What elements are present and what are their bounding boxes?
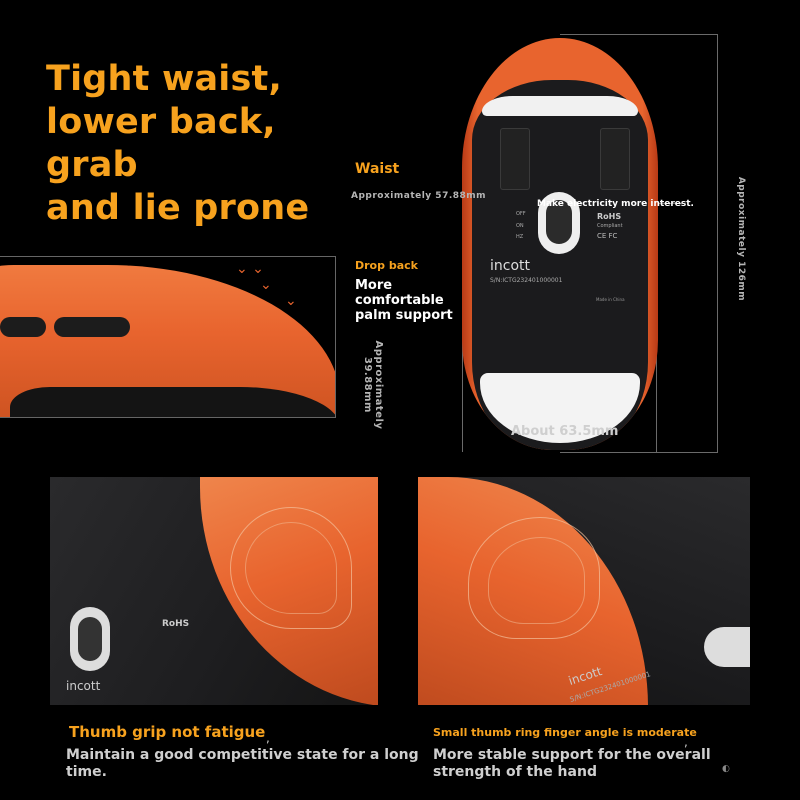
waist-label: Waist: [355, 161, 400, 177]
waist-measure: Approximately 57.88mm: [351, 191, 487, 201]
width-measure: About 63.5mm: [511, 424, 619, 439]
headline-line-3: and lie prone: [46, 188, 310, 228]
headline-line-1: Tight waist,: [46, 59, 282, 99]
length-top-line: [560, 34, 718, 35]
cert-marks: CE FC: [597, 232, 618, 240]
serial-number: S/N:ICTG232401000001: [490, 277, 563, 284]
mouse-side-view: ⌄ ⌄ ⌄ ⌄: [0, 256, 336, 418]
width-right-line: [656, 300, 657, 452]
right-caption-body: More stable support for the overall stre…: [433, 747, 711, 781]
finger-angle-photo: incott S/N:ICTG232401000001: [418, 477, 750, 705]
dropback-line-3: palm support: [355, 308, 453, 323]
rohs-mark: RoHS: [597, 212, 622, 221]
photo-left-rohs: RoHS: [162, 619, 190, 629]
drop-arrow-icon: ⌄: [260, 277, 272, 293]
switch-hz-label: HZ: [516, 234, 524, 240]
thumb-grip-photo: RoHS incott: [50, 477, 378, 705]
height-measure: Approximately 39.88mm: [362, 340, 384, 430]
dropback-line-2: comfortable: [355, 293, 444, 308]
left-caption-comma: ,: [266, 731, 270, 745]
corner-mark-icon: ◐: [722, 764, 730, 774]
right-caption-title: Small thumb ring finger angle is moderat…: [433, 726, 697, 739]
sensor-icon: [546, 200, 572, 244]
drop-arrow-icon: ⌄ ⌄: [236, 261, 264, 277]
length-measure: Approximately 126mm: [736, 176, 746, 302]
photo-left-brand: incott: [66, 679, 101, 693]
brand-logo: incott: [490, 258, 531, 274]
drop-arrow-icon: ⌄: [285, 293, 297, 309]
length-vertical-line: [717, 34, 718, 453]
switch-off-label: OFF: [516, 211, 526, 217]
made-in-china: Made in China: [596, 297, 625, 302]
right-caption-comma: ,: [684, 735, 688, 749]
left-caption-title: Thumb grip not fatigue: [69, 723, 266, 741]
right-caption-line-1: More stable support for the overall: [433, 747, 711, 763]
compliant-mark: Compliant: [597, 223, 623, 229]
dropback-title: Drop back: [355, 259, 418, 272]
headline: Tight waist, lower back, grab and lie pr…: [46, 58, 366, 230]
waist-note: Make electricity more interest.: [537, 199, 694, 209]
dropback-line-1: More: [355, 278, 393, 293]
switch-on-label: ON: [516, 223, 524, 229]
headline-line-2: lower back, grab: [46, 102, 276, 185]
right-caption-line-2: strength of the hand: [433, 764, 597, 780]
dropback-body: More comfortable palm support: [355, 278, 453, 323]
left-caption-body: Maintain a good competitive state for a …: [66, 747, 419, 781]
left-caption-line-1: Maintain a good competitive state for a …: [66, 747, 419, 763]
left-caption-line-2: time.: [66, 764, 107, 780]
length-bottom-line: [560, 452, 718, 453]
